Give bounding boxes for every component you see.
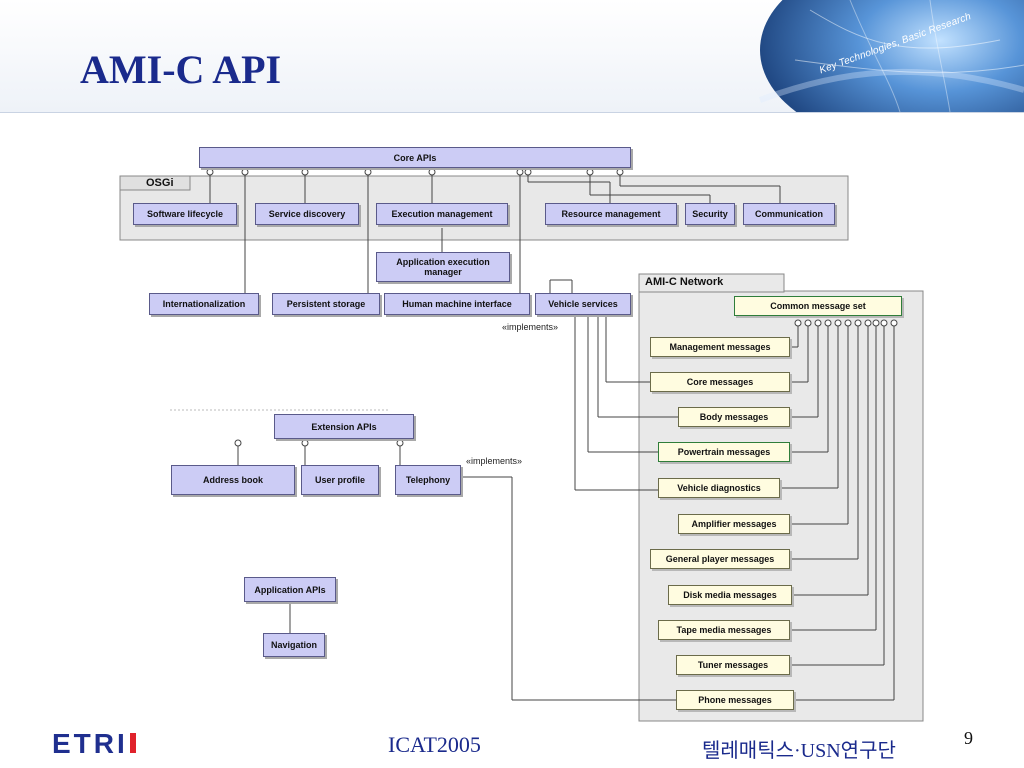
- msg-disk-media: Disk media messages: [668, 585, 792, 605]
- msg-powertrain: Powertrain messages: [658, 442, 790, 462]
- osgi-module-security: Security: [685, 203, 735, 225]
- osgi-module-execution-management: Execution management: [376, 203, 508, 225]
- slide-title: AMI-C API: [80, 47, 282, 92]
- core-apis-box: Core APIs: [199, 147, 631, 168]
- etri-logo: ETRI: [52, 730, 136, 756]
- footer-event: ICAT2005: [388, 732, 481, 757]
- service-human-machine-interface: Human machine interface: [384, 293, 530, 315]
- header-divider: [0, 112, 1024, 113]
- msg-phone: Phone messages: [676, 690, 794, 710]
- msg-amplifier: Amplifier messages: [678, 514, 790, 534]
- implements-label-telephony: «implements»: [466, 456, 523, 466]
- service-internationalization: Internationalization: [149, 293, 259, 315]
- etri-logo-text: ETRI: [52, 730, 128, 756]
- msg-tuner: Tuner messages: [676, 655, 790, 675]
- common-message-set-box: Common message set: [734, 296, 902, 316]
- msg-vehicle-diagnostics: Vehicle diagnostics: [658, 478, 780, 498]
- msg-general-player: General player messages: [650, 549, 790, 569]
- extension-apis-box: Extension APIs: [274, 414, 414, 439]
- msg-management: Management messages: [650, 337, 790, 357]
- extension-address-book: Address book: [171, 465, 295, 495]
- extension-user-profile: User profile: [301, 465, 379, 495]
- msg-tape-media: Tape media messages: [658, 620, 790, 640]
- application-apis-box: Application APIs: [244, 577, 336, 602]
- osgi-module-communication: Communication: [743, 203, 835, 225]
- msg-core: Core messages: [650, 372, 790, 392]
- globe-banner: Key Technologies, Basic Research: [700, 0, 1024, 112]
- osgi-module-software-lifecycle: Software lifecycle: [133, 203, 237, 225]
- osgi-module-service-discovery: Service discovery: [255, 203, 359, 225]
- page-number: 9: [964, 728, 973, 748]
- network-label: AMI-C Network: [645, 276, 724, 288]
- app-execution-manager-box: Application execution manager: [376, 252, 510, 282]
- service-vehicle-services: Vehicle services: [535, 293, 631, 315]
- navigation-box: Navigation: [263, 633, 325, 657]
- extension-telephony: Telephony: [395, 465, 461, 495]
- msg-body: Body messages: [678, 407, 790, 427]
- osgi-module-resource-management: Resource management: [545, 203, 677, 225]
- slide-header: AMI-C API Key Technologies, Basic Resear…: [0, 0, 1024, 112]
- service-persistent-storage: Persistent storage: [272, 293, 380, 315]
- osgi-label: OSGi: [146, 177, 174, 189]
- footer-organization: 텔레매틱스·USN연구단: [702, 740, 896, 762]
- implements-label: «implements»: [502, 322, 559, 332]
- globe-icon: [758, 0, 1024, 112]
